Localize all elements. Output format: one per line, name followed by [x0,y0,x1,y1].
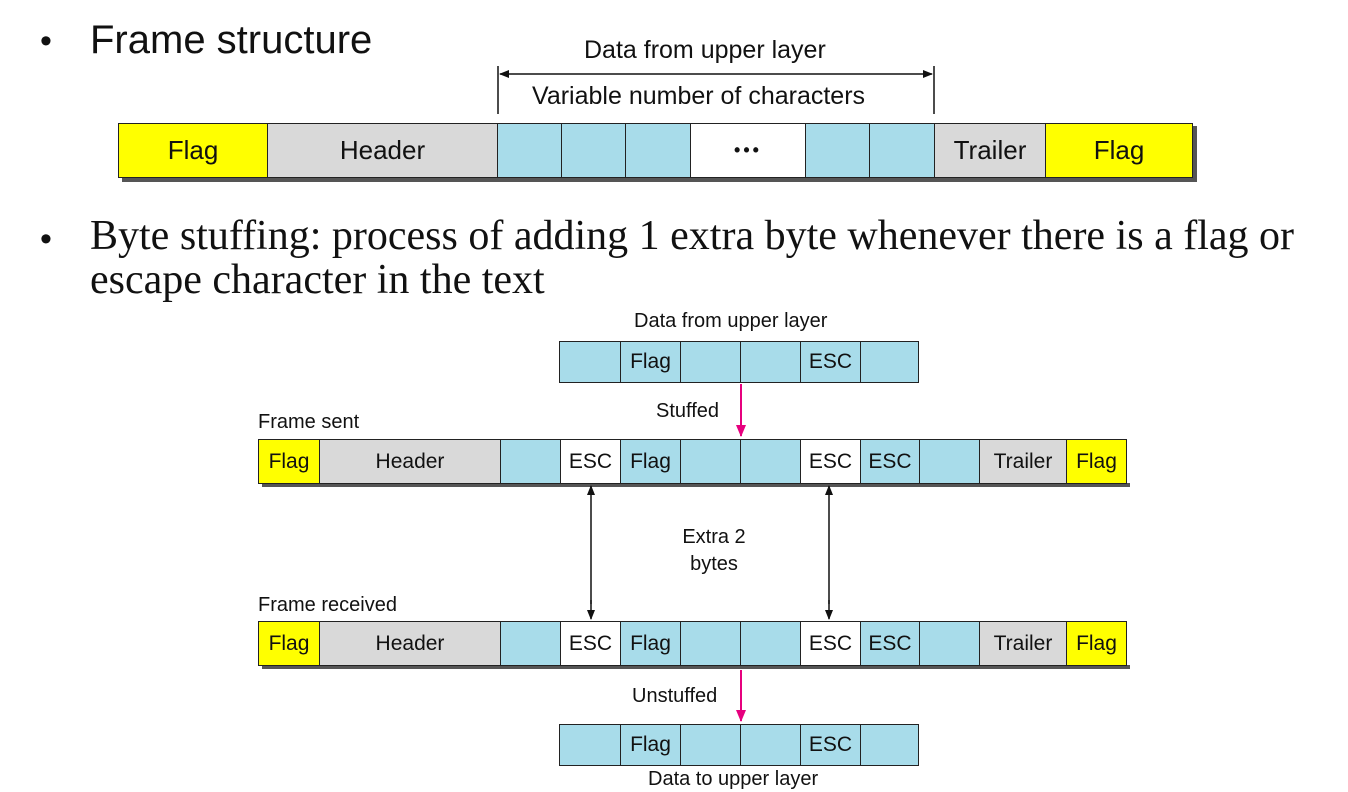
sent-stuffed-esc: ESC [800,439,861,484]
data-out-byte [860,724,919,766]
sent-stuffed-esc: ESC [560,439,621,484]
top-span-label-upper: Data from upper layer [584,36,826,64]
frame-sent-shadow [262,483,1130,487]
data-out-byte [559,724,621,766]
recv-stuffed-esc: ESC [800,621,861,666]
recv-data-byte [919,621,980,666]
recv-data-byte [740,621,801,666]
recv-flag-end: Flag [1066,621,1127,666]
data-out-byte [740,724,801,766]
data-out-byte [680,724,741,766]
recv-stuffed-esc: ESC [560,621,621,666]
top-span-label-variable: Variable number of characters [532,82,866,110]
sent-flag-end: Flag [1066,439,1127,484]
top-header: Header [267,123,498,178]
recv-header: Header [319,621,501,666]
top-data-char [869,123,935,178]
data-in-byte [559,341,621,383]
bullet-point: • [40,220,52,258]
unstuffed-label: Unstuffed [632,685,718,707]
sent-data-byte [500,439,561,484]
top-frame-shadow [122,177,1194,182]
top-frame-shadow-side [1192,126,1197,182]
sent-data-byte [680,439,741,484]
top-data-char [497,123,562,178]
sent-flag-start: Flag [258,439,320,484]
frame-received-label: Frame received [258,594,397,616]
data-in-flag-byte: Flag [620,341,681,383]
top-ellipsis-cell: ••• [690,123,806,178]
recv-flag-start: Flag [258,621,320,666]
sent-trailer: Trailer [979,439,1067,484]
sent-header: Header [319,439,501,484]
top-data-char [805,123,870,178]
data-out-flag-byte: Flag [620,724,681,766]
data-in-byte [860,341,919,383]
frame-sent-label: Frame sent [258,411,360,433]
data-in-label: Data from upper layer [634,310,828,332]
top-flag-end: Flag [1045,123,1193,178]
data-in-esc-byte: ESC [800,341,861,383]
bullet-point: • [40,22,52,60]
recv-data-byte [680,621,741,666]
top-trailer: Trailer [934,123,1046,178]
recv-trailer: Trailer [979,621,1067,666]
top-data-char [625,123,691,178]
sent-data-byte [919,439,980,484]
frame-received-shadow [262,665,1130,669]
recv-flag-byte: Flag [620,621,681,666]
sent-esc-byte: ESC [860,439,920,484]
data-in-byte [740,341,801,383]
stuffed-label: Stuffed [656,400,720,422]
data-out-label: Data to upper layer [648,768,819,790]
bullet-byte-stuffing: Byte stuffing: process of adding 1 extra… [90,213,1295,303]
bullet-frame-structure: Frame structure [90,18,373,62]
extra-bytes-label: Extra 2 bytes [682,526,746,575]
